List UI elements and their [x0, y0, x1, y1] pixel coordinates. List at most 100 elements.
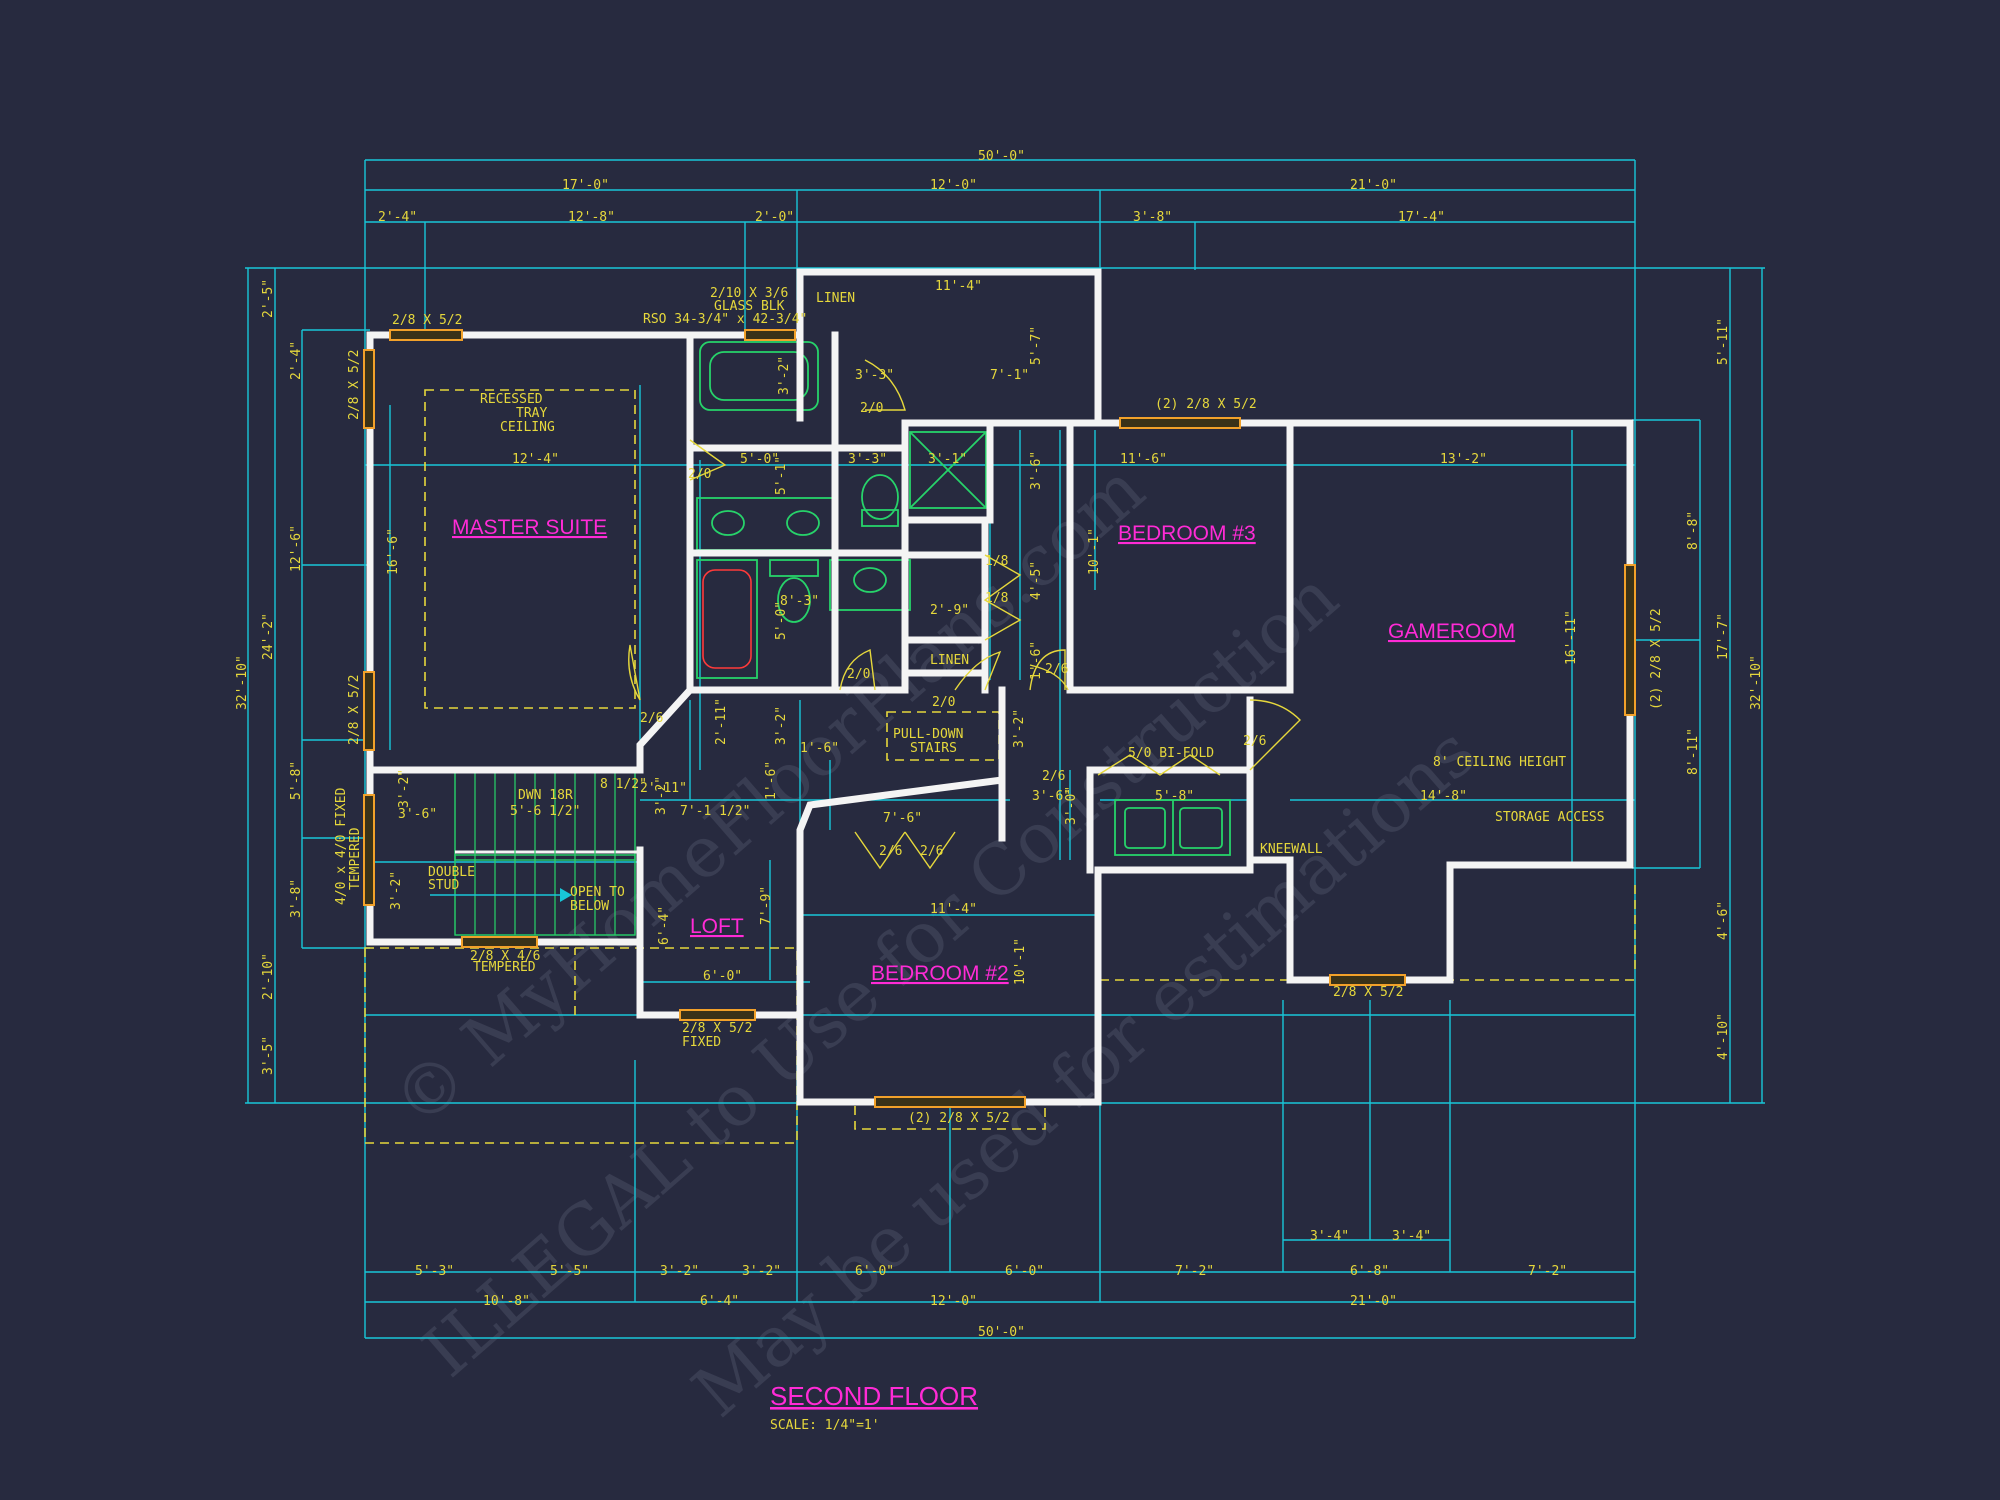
dim-bottom-overall: 50'-0" — [978, 1325, 1025, 1340]
dim-bottom: 3'-2" — [660, 1264, 699, 1279]
toilet-2-icon — [777, 577, 811, 623]
window-tag: 2/8 X 5/2 — [392, 313, 462, 328]
double-label: DOUBLE — [428, 865, 475, 880]
toilet-tank — [861, 509, 899, 527]
door-tag: 2/6 — [640, 711, 663, 726]
drawing-scale: SCALE: 1/4"=1' — [770, 1418, 880, 1433]
dim-bottom: 3'-4" — [1310, 1229, 1349, 1244]
dim-inner: 3'-2" — [389, 871, 404, 910]
dim-bed2-width: 11'-4" — [930, 902, 977, 917]
window-tags: 2/8 X 5/2 2/8 X 5/2 2/8 X 5/2 (2) 2/8 X … — [347, 313, 1664, 1126]
dim-top: 17'-0" — [562, 178, 609, 193]
dim-right: 8'-8" — [1686, 511, 1701, 550]
dim-inner: 7'-6" — [883, 811, 922, 826]
dim-bottom: 10'-8" — [483, 1294, 530, 1309]
bathtub-2-basin — [702, 569, 752, 669]
dim-bottom: 5'-3" — [415, 1264, 454, 1279]
dim-inner: 3'-2" — [774, 706, 789, 745]
dim-left: 3'-8" — [289, 879, 304, 918]
sink-icon — [711, 510, 745, 536]
window-stair — [461, 936, 538, 948]
ceiling-label: CEILING — [500, 420, 555, 435]
dim-inner: 8 1/2" — [600, 777, 647, 792]
dim-bottom: 12'-0" — [930, 1294, 977, 1309]
dim-top: 2'-0" — [755, 210, 794, 225]
dim-inner: 5'-0" — [774, 601, 789, 640]
dim-left: 5'-8" — [289, 761, 304, 800]
tempered-label: TEMPERED — [473, 960, 536, 975]
window-tag: 2/8 X 5/2 — [1333, 985, 1403, 1000]
dim-bottom: 6'-4" — [700, 1294, 739, 1309]
door-tag: 1/8 — [985, 591, 1008, 606]
dim-bottom: 6'-8" — [1350, 1264, 1389, 1279]
tray-label: TRAY — [516, 406, 547, 421]
window-gameroom-right — [1624, 564, 1636, 716]
dryer-icon — [1179, 807, 1223, 849]
storage-access-label: STORAGE ACCESS — [1495, 810, 1605, 825]
stairs-label: STAIRS — [910, 741, 957, 756]
window-tag: 2/8 X 5/2 — [347, 350, 362, 420]
fixed-window-label: 4/0 x 4/0 FIXED — [334, 787, 349, 905]
dim-master-height: 16'-6" — [386, 528, 401, 575]
room-loft: LOFT — [690, 915, 744, 938]
dim-top: 2'-4" — [378, 210, 417, 225]
linen-label-mid: LINEN — [930, 653, 969, 668]
interior-dimensions: 12'-4" 16'-6" 5'-0" 3'-3" 3'-1" 3'-6" 5'… — [386, 279, 1579, 985]
window-gameroom-bottom — [1329, 974, 1406, 986]
door-tag: 2/6 — [1243, 734, 1266, 749]
dim-left: 24'-2" — [261, 613, 276, 660]
vanity-counter — [696, 497, 836, 551]
dim-inner: 5'-6 1/2" — [510, 804, 580, 819]
dim-inner: 3'-3" — [855, 368, 894, 383]
dim-bottom: 7'-2" — [1528, 1264, 1567, 1279]
ceiling-height-label: 8' CEILING HEIGHT — [1433, 755, 1566, 770]
dim-inner: 2'-11" — [714, 698, 729, 745]
door-tag: 2/0 — [847, 667, 870, 682]
tub-icon — [699, 341, 819, 411]
dim-bottom: 6'-0" — [855, 1264, 894, 1279]
door-tags: 2/0 2/0 2/6 2/0 2/0 2/6 1/8 1/8 2/6 2/6 … — [640, 401, 1266, 859]
door-tag: 2/6 — [879, 844, 902, 859]
door-tag: 1/8 — [985, 554, 1008, 569]
toilet-icon — [861, 474, 899, 520]
dim-inner: 7'-1" — [990, 368, 1029, 383]
dim-inner: 3'-3" — [848, 452, 887, 467]
dim-inner: 3'-6" — [1032, 789, 1071, 804]
dim-inner: 5'-1" — [774, 456, 789, 495]
shower-icon — [909, 431, 987, 509]
dim-inner: 7'-9" — [759, 886, 774, 925]
dim-right-overall: 32'-10" — [1749, 655, 1764, 710]
window-bed2 — [874, 1096, 1026, 1108]
glass-block-label: 2/10 X 3/6 — [710, 286, 788, 301]
dim-top: 12'-8" — [568, 210, 615, 225]
door-tag: 2/0 — [688, 467, 711, 482]
dim-inner: 3'-2" — [397, 769, 412, 808]
dim-inner: 3'-6" — [398, 807, 437, 822]
bottom-dimensions: 50'-0" 10'-8" 6'-4" 12'-0" 21'-0" 5'-3" … — [415, 1229, 1567, 1340]
room-gameroom: GAMEROOM — [1388, 620, 1515, 643]
dim-inner: 2'-9" — [930, 603, 969, 618]
dim-bottom: 7'-2" — [1175, 1264, 1214, 1279]
dim-inner: 5'-7" — [1029, 326, 1044, 365]
dim-inner: 14'-8" — [1420, 789, 1467, 804]
sink-3-icon — [853, 567, 887, 593]
dim-right: 8'-11" — [1686, 728, 1701, 775]
dimension-lines — [245, 159, 1765, 1339]
dim-left-overall: 32'-10" — [235, 655, 250, 710]
kneewall-label: KNEEWALL — [1260, 842, 1323, 857]
plan-labels: RECESSED TRAY CEILING 2/10 X 3/6 GLASS B… — [334, 286, 1605, 1050]
drawing-title: SECOND FLOOR — [770, 1381, 978, 1411]
dim-bottom: 21'-0" — [1350, 1294, 1397, 1309]
dim-inner: 1'-6" — [800, 741, 839, 756]
dim-left: 12'-6" — [289, 525, 304, 572]
window-loft — [679, 1009, 756, 1021]
room-bedroom-3: BEDROOM #3 — [1118, 522, 1256, 545]
door-tag: 2/0 — [932, 695, 955, 710]
washer-icon — [1124, 807, 1166, 849]
dim-bottom: 5'-5" — [550, 1264, 589, 1279]
fixed-label: FIXED — [682, 1035, 721, 1050]
dim-inner: 4'-5" — [1029, 561, 1044, 600]
dim-inner: 3'-2" — [777, 356, 792, 395]
window-left-upper — [363, 349, 375, 429]
